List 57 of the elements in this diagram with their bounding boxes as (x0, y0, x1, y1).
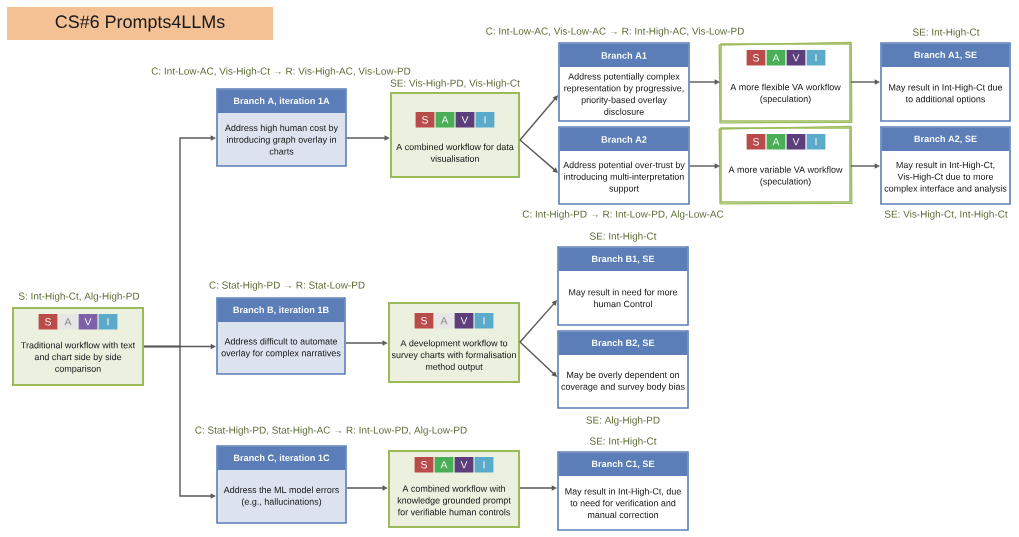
branch-card (216, 445, 347, 524)
card-header: Branch B2, SE (558, 331, 688, 355)
card-text: May be overly dependent on coverage and survey body bias (561, 371, 685, 392)
branch-card (557, 451, 689, 531)
card-text: Address high human cost by introducing graph overlay in charts (224, 124, 339, 155)
branch-card (216, 88, 347, 167)
card-header: Branch B, iteration 1B (217, 298, 345, 322)
card-header: Branch A1 (559, 43, 689, 67)
branch-card (557, 246, 689, 326)
card-text: May result in need for more human Control (569, 288, 678, 308)
card-header: Branch A1, SE (881, 43, 1010, 67)
workflow-box (388, 302, 520, 383)
workflow-box (718, 125, 853, 205)
annotation-label: C: Int-Low-AC, Vis-Low-AC → R: Int-High-AC, Vis-Low-PD (486, 27, 744, 37)
title-banner: CS#6 Prompts4LLMs (7, 7, 273, 40)
box-text: Traditional workflow with text and chart side by side comparison (21, 341, 136, 374)
box-text: A more flexible VA workflow (speculation) (730, 83, 841, 104)
arrow (346, 485, 388, 491)
card-header: Branch A2 (559, 127, 689, 151)
card-header: Branch A, iteration 1A (217, 89, 346, 113)
annotation-label: S: Int-High-Ct, Alg-High-PD (18, 292, 140, 302)
workflow-box (388, 450, 520, 528)
annotation-label: SE: Int-High-Ct (589, 232, 657, 242)
box-text: A combined workflow with knowledge grounded prompt for verifiable human controls (397, 485, 511, 516)
box-text: A more variable VA workflow (speculation) (728, 166, 843, 187)
branch-card (880, 42, 1011, 122)
annotation-label: SE: Alg-High-PD (586, 416, 660, 426)
branch-card (880, 126, 1011, 205)
card-header: Branch C, iteration 1C (217, 446, 346, 470)
branch-card (558, 42, 690, 122)
branch-card (558, 126, 690, 205)
branch-card (216, 297, 346, 375)
arrow (345, 340, 388, 346)
annotation-label: SE: Vis-High-Ct, Int-High-Ct (884, 210, 1008, 220)
card-header: Branch C1, SE (558, 452, 688, 476)
annotation-label: SE: Int-High-Ct (912, 28, 980, 38)
card-header: Branch B1, SE (558, 247, 688, 271)
workflow-box (12, 307, 144, 386)
box-text: A development workflow to survey charts with formalisation method output (391, 339, 516, 372)
card-text: May result in Int-High-Ct, Vis-High-Ct due to more complex interface and analysis (884, 161, 1007, 194)
annotation-label: C: Stat-High-PD → R: Stat-Low-PD (209, 281, 365, 291)
branch-card (557, 330, 689, 409)
annotation-label: C: Int-Low-AC, Vis-High-Ct → R: Vis-High-AC, Vis-Low-PD (151, 67, 411, 77)
card-text: Address the ML model errors (e.g., hallucinations) (223, 486, 339, 507)
card-text: Address potential over-trust by introducing multi-interpretation support (563, 161, 685, 194)
card-text: May result in Int-High-Ct due to additional options (889, 83, 1003, 105)
box-text: A combined workflow for data visualisation (396, 143, 514, 162)
workflow-box (390, 92, 520, 178)
arrow (346, 135, 390, 141)
card-text: Address potentially complex representation by progressive, priority-based overlay disclosure (564, 73, 684, 115)
card-header: Branch A2, SE (881, 127, 1010, 151)
annotation-label: SE: Int-High-Ct (589, 437, 657, 447)
card-text: Address difficult to automate overlay for complex narratives (221, 337, 341, 359)
annotation-label: C: Stat-High-PD, Stat-High-AC → R: Int-Low-PD, Alg-Low-PD (195, 426, 467, 436)
annotation-label: C: Int-High-PD → R: Int-Low-PD, Alg-Low-AC (522, 210, 724, 220)
card-text: May result in Int-High-Ct, due to need for verification and manual correction (565, 487, 681, 519)
annotation-label: SE: Vis-High-PD, Vis-High-Ct (390, 79, 520, 89)
